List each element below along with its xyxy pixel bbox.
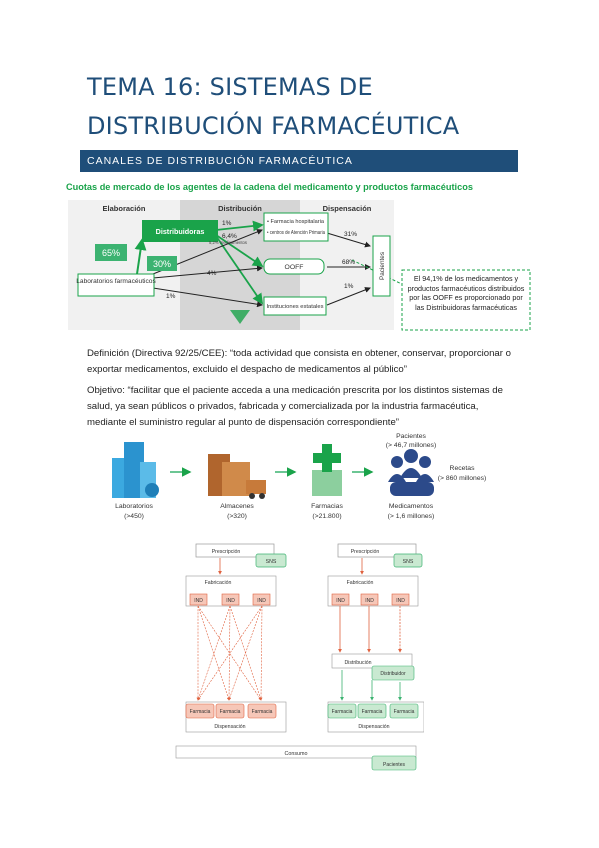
left-sns-box <box>255 553 287 568</box>
farmacias-chain-label: Farmacias <box>311 503 343 510</box>
recetas-chain-label: Recetas <box>450 465 476 472</box>
buildings-icon <box>112 442 159 498</box>
pct-1-top: 1% <box>222 220 232 227</box>
right-sns-label: SNS <box>403 559 414 565</box>
percent-65: 65% <box>102 248 120 258</box>
left-farmacia-3: Farmacia <box>252 709 273 715</box>
instituciones-box <box>263 296 327 316</box>
pct-68: 68% <box>342 259 355 266</box>
right-ind-boxes <box>331 593 410 606</box>
pacientes-flow-label: Pacientes <box>383 762 405 768</box>
column-label-dispensacion: Dispensación <box>323 204 372 213</box>
farmacia-hospitalaria-box <box>263 212 329 242</box>
distribucion-label: Distribución <box>344 660 371 666</box>
farmacia-hospitalaria-label: • Farmacia hospitalaria <box>267 219 325 225</box>
right-farmacia-2: Farmacia <box>362 709 383 715</box>
ooff-box <box>263 258 325 275</box>
objective-paragraph: Objetivo: “facilitar que el paciente acc… <box>87 385 503 428</box>
right-ind-3: IND <box>396 598 405 604</box>
pct-6-4: 6,4% <box>222 233 237 240</box>
percent-65-box <box>95 244 127 261</box>
consumo-box <box>175 745 417 759</box>
distribuidoras-box <box>142 220 218 242</box>
distribuidor-label: Distribuidor <box>380 671 406 677</box>
pct-1-bottom: 1% <box>166 293 176 300</box>
pct-1-right: 1% <box>344 283 354 290</box>
percent-30-box <box>147 256 177 271</box>
definition-paragraph: Definición (Directiva 92/25/CEE): “toda … <box>87 348 511 375</box>
left-fabricacion-label: Fabricación <box>205 580 232 586</box>
labs-label: Laboratorios farmacéuticos <box>76 278 156 285</box>
left-farmacia-2: Farmacia <box>220 709 241 715</box>
left-ind-1: IND <box>194 598 203 604</box>
pharmacy-cross-icon <box>312 444 342 496</box>
pacientes-chain-count: (> 46,7 millones) <box>386 442 436 449</box>
supply-chain-figure: Laboratorios (>450) Almacenes (>320) Far… <box>112 433 487 520</box>
distribuidoras-label: Distribuidoras <box>156 227 205 236</box>
almacenes-chain-count: (>320) <box>227 513 247 520</box>
left-farmacia-1: Farmacia <box>190 709 211 715</box>
page-title-line-1: TEMA 16: SISTEMAS DE <box>87 73 373 101</box>
left-ind-2: IND <box>226 598 235 604</box>
left-sns-label: SNS <box>266 559 277 565</box>
people-icon <box>388 449 434 496</box>
distribuidor-box <box>371 665 415 681</box>
left-fabricacion-group <box>185 575 277 607</box>
pct-31: 31% <box>344 231 357 238</box>
column-label-elaboracion: Elaboración <box>103 204 146 213</box>
distribution-flow-figure: Prescripción SNS Fabricación IND IND IND… <box>175 543 424 771</box>
column-label-distribucion: Distribución <box>218 204 262 213</box>
left-dispensacion-label: Dispensación <box>214 724 245 730</box>
right-ind-2: IND <box>365 598 374 604</box>
labs-chain-count: (>450) <box>124 513 144 520</box>
right-dispensacion-label: Dispensación <box>358 724 389 730</box>
pacientes-box <box>372 235 391 297</box>
left-prescripcion-label: Prescripción <box>212 549 241 555</box>
pct-4: 4% <box>207 270 217 277</box>
callout-box <box>401 269 531 331</box>
right-farmacia-3: Farmacia <box>394 709 415 715</box>
right-farmacia-boxes <box>327 703 419 719</box>
page-title-line-2: DISTRIBUCIÓN FARMACÉUTICA <box>87 112 460 140</box>
section-heading: CANALES DE DISTRIBUCIÓN FARMACÉUTICA <box>80 150 518 172</box>
right-prescripcion-label: Prescripción <box>351 549 380 555</box>
labs-label-text: Laboratorios farmacéuticos <box>76 278 156 285</box>
market-share-figure: Cuotas de mercado de los agentes de la c… <box>62 178 535 336</box>
market-figure-title: Cuotas de mercado de los agentes de la c… <box>66 182 473 192</box>
pct-6-4-note: 5,2% medicamentos <box>209 240 247 245</box>
farmacias-chain-count: (>21.800) <box>312 513 341 520</box>
right-ind-1: IND <box>336 598 345 604</box>
left-ind-boxes <box>189 593 271 606</box>
centros-label: • centros de Atención Primaria <box>267 230 326 236</box>
pacientes-label: Pacientes <box>379 252 386 280</box>
right-sns-box <box>393 553 423 568</box>
recetas-chain-count: (> 860 millones) <box>438 475 487 482</box>
instituciones-label: Instituciones estatales <box>266 304 323 310</box>
warehouse-truck-icon <box>208 454 266 499</box>
consumo-label: Consumo <box>284 751 307 757</box>
percent-30: 30% <box>153 259 171 269</box>
callout-text: El 94,1% de los medicamentos y productos… <box>407 274 525 312</box>
pacientes-flow-box <box>371 755 417 771</box>
left-prescripcion-box <box>195 543 275 558</box>
right-fabricacion-group <box>327 575 419 607</box>
ooff-label: OOFF <box>285 264 304 271</box>
almacenes-chain-label: Almacenes <box>220 503 254 510</box>
labs-chain-label: Laboratorios <box>115 503 153 510</box>
right-farmacia-1: Farmacia <box>332 709 353 715</box>
medicamentos-chain-count: (> 1,6 millones) <box>388 513 435 520</box>
medicamentos-chain-label: Medicamentos <box>389 503 434 510</box>
left-ind-3: IND <box>257 598 266 604</box>
right-fabricacion-label: Fabricación <box>347 580 374 586</box>
labs-box <box>77 273 155 297</box>
left-farmacia-boxes <box>185 703 277 719</box>
page-title: TEMA 16: SISTEMAS DE DISTRIBUCIÓN FARMAC… <box>87 68 527 146</box>
pacientes-chain-label: Pacientes <box>396 433 426 440</box>
